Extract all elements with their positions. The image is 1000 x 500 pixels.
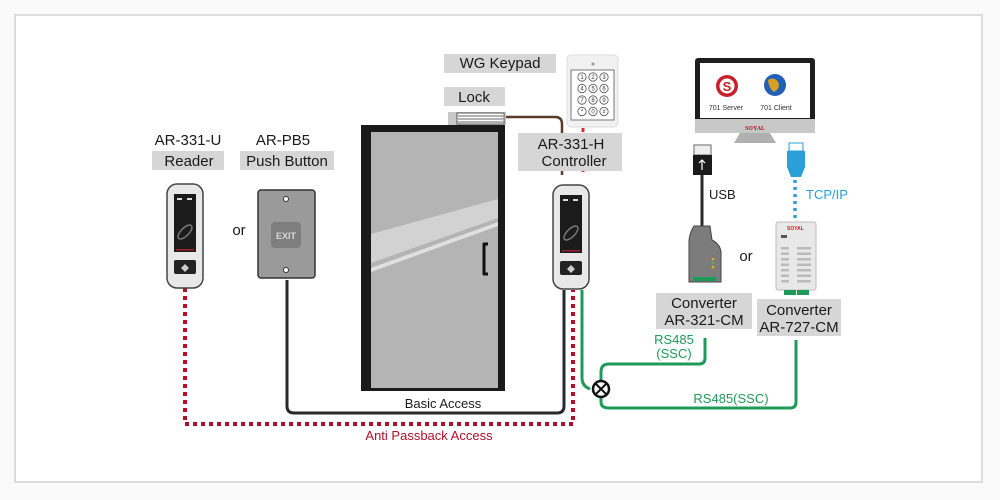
converter-727-model-label: AR-727-CM [759,319,838,336]
vent-slot [781,280,789,283]
rs485-label-long: RS485(SSC) [693,391,768,406]
keypad-key-label: 3 [602,75,606,81]
keypad-key [577,72,587,82]
keypad-key-label: 0 [591,110,595,116]
controller-model-label: AR-331-H [538,136,605,153]
converter-321-label-bg [656,293,752,329]
wg-keypad-label-bg [444,54,556,73]
tcpip-label: TCP/IP [806,187,848,202]
reader-model-label: AR-331-U [155,132,222,149]
server-logo-icon: S [716,75,738,97]
vent-slot [781,247,789,250]
exit-text: EXIT [276,231,297,241]
keypad-key-label: 2 [591,75,595,81]
keypad-key [588,83,598,94]
keypad-key-label: 4 [580,87,584,93]
magnetic-lock-icon [448,112,506,125]
vent-slot [797,280,811,283]
vent-slot [797,247,811,250]
server-label: 701 Server [709,105,744,112]
keypad-keys: 1 2 3 4 5 6 7 8 9 * 0 # [577,72,609,117]
or-label-2: or [739,248,752,265]
or-label-1: or [232,222,245,239]
rs485-line-727 [599,340,798,410]
push-button-device-icon [257,189,316,279]
keypad-key [577,106,587,117]
door-icon [361,125,505,391]
controller-label-bg [518,133,622,171]
tcp-converter-device-icon [775,221,817,295]
keypad-key-label: 5 [591,87,595,93]
vent-slot [797,252,811,255]
lock-label: Lock [458,89,490,106]
keypad-key [599,72,609,82]
reader-role-label: Reader [164,153,213,170]
client-globe-icon [764,74,786,96]
monitor-brand-label: SOYAL [745,126,765,132]
ethernet-plug-icon [787,142,805,177]
push-button-role-label: Push Button [246,153,328,170]
keypad-key-label: 1 [580,75,584,81]
rs485-line-controller [580,290,591,391]
svg-text:S: S [723,79,732,94]
reader-role-bg [152,151,224,170]
rs485-junction-icon [591,379,611,399]
vent-slot [781,263,789,266]
controller-device-icon [552,184,590,290]
keypad-key [588,72,598,82]
basic-access-label: Basic Access [405,396,482,411]
rs485-ssc-label-short: (SSC) [656,346,691,361]
keypad-key-label: * [581,110,584,116]
vent-slot [781,274,789,277]
vent-slot [797,263,811,266]
vent-slot [797,258,811,261]
anti-passback-line [183,288,575,426]
keypad-key-label: 7 [580,98,584,104]
client-label: 701 Client [760,105,792,112]
lock-wire [505,115,564,175]
lock-label-bg [444,87,505,106]
converter-321-model-label: AR-321-CM [664,312,743,329]
reader-device-icon [166,183,204,289]
anti-passback-label: Anti Passback Access [365,428,493,443]
keypad-key-label: 6 [602,87,606,93]
rs485-label-short: RS485 [654,332,694,347]
keypad-key [599,95,609,105]
keypad-key [599,83,609,94]
wg-keypad-label: WG Keypad [460,55,541,72]
controller-role-label: Controller [541,153,606,170]
keypad-key [588,106,598,117]
keypad-key-label: 8 [591,98,595,104]
usb-label: USB [709,187,736,202]
vent-slot [797,269,811,272]
keypad-key [599,106,609,117]
converter-727-role-label: Converter [766,302,832,319]
basic-access-wire [285,280,566,415]
keypad-key-label: # [602,110,606,116]
push-button-model-label: AR-PB5 [256,132,310,149]
keypad-key [577,95,587,105]
push-button-role-bg [240,151,334,170]
converter-727-brand: SOYAL [787,226,804,232]
keypad-key [577,83,587,94]
keypad-key [588,95,598,105]
vent-slot [797,274,811,277]
vent-slot [781,252,789,255]
usb-plug-icon [693,144,712,175]
converter-321-role-label: Converter [671,295,737,312]
usb-converter-device-icon [688,225,722,283]
keypad-key-label: 9 [602,98,606,104]
vent-slot [781,258,789,261]
rs485-line-321 [599,338,707,381]
converter-727-label-bg [757,299,841,336]
vent-slot [781,269,789,272]
